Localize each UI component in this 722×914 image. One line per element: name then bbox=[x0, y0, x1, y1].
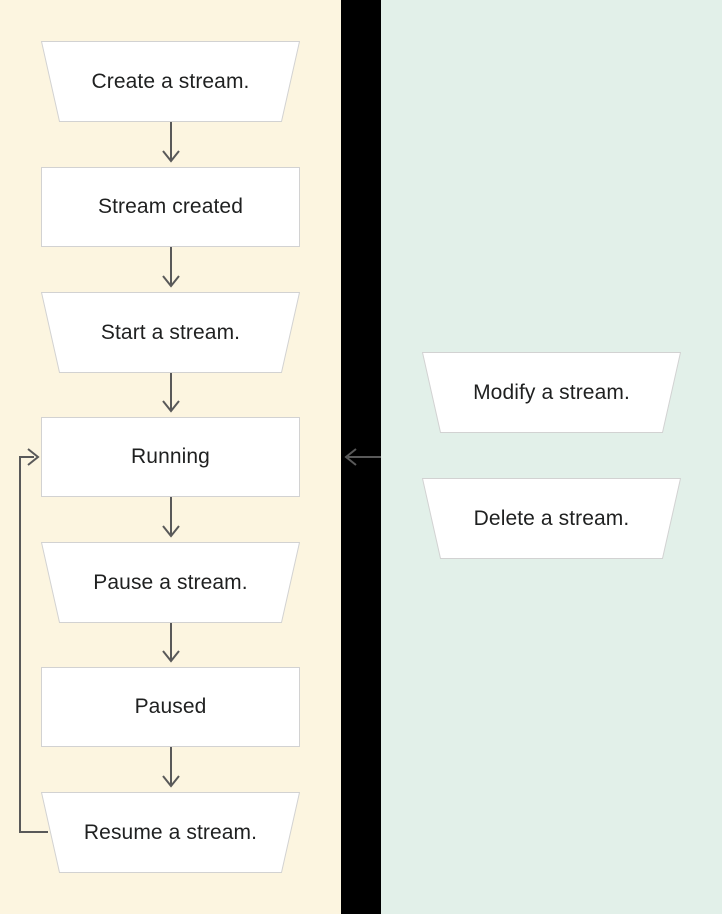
node-pause-a-stream[interactable]: Pause a stream. bbox=[41, 542, 300, 623]
node-stream-created[interactable]: Stream created bbox=[41, 167, 300, 247]
node-label: Create a stream. bbox=[91, 69, 250, 93]
trapezoid-shape bbox=[41, 792, 300, 873]
node-label: Modify a stream. bbox=[473, 380, 630, 404]
trapezoid-shape bbox=[41, 292, 300, 373]
node-paused[interactable]: Paused bbox=[41, 667, 300, 747]
node-label: Running bbox=[131, 445, 210, 468]
node-resume-a-stream[interactable]: Resume a stream. bbox=[41, 792, 300, 873]
node-label: Pause a stream. bbox=[93, 570, 248, 594]
node-label: Delete a stream. bbox=[473, 506, 630, 530]
node-create-a-stream[interactable]: Create a stream. bbox=[41, 41, 300, 122]
node-start-a-stream[interactable]: Start a stream. bbox=[41, 292, 300, 373]
node-delete-a-stream[interactable]: Delete a stream. bbox=[422, 478, 681, 559]
trapezoid-shape bbox=[422, 478, 681, 559]
node-label: Paused bbox=[134, 695, 207, 718]
trapezoid-shape bbox=[41, 41, 300, 122]
node-label: Start a stream. bbox=[100, 320, 241, 344]
trapezoid-shape bbox=[41, 542, 300, 623]
node-modify-a-stream[interactable]: Modify a stream. bbox=[422, 352, 681, 433]
node-label: Resume a stream. bbox=[83, 820, 258, 844]
divider-band-background bbox=[341, 0, 381, 914]
node-running[interactable]: Running bbox=[41, 417, 300, 497]
node-label: Stream created bbox=[98, 195, 243, 218]
trapezoid-shape bbox=[422, 352, 681, 433]
right-region-background bbox=[381, 0, 722, 914]
